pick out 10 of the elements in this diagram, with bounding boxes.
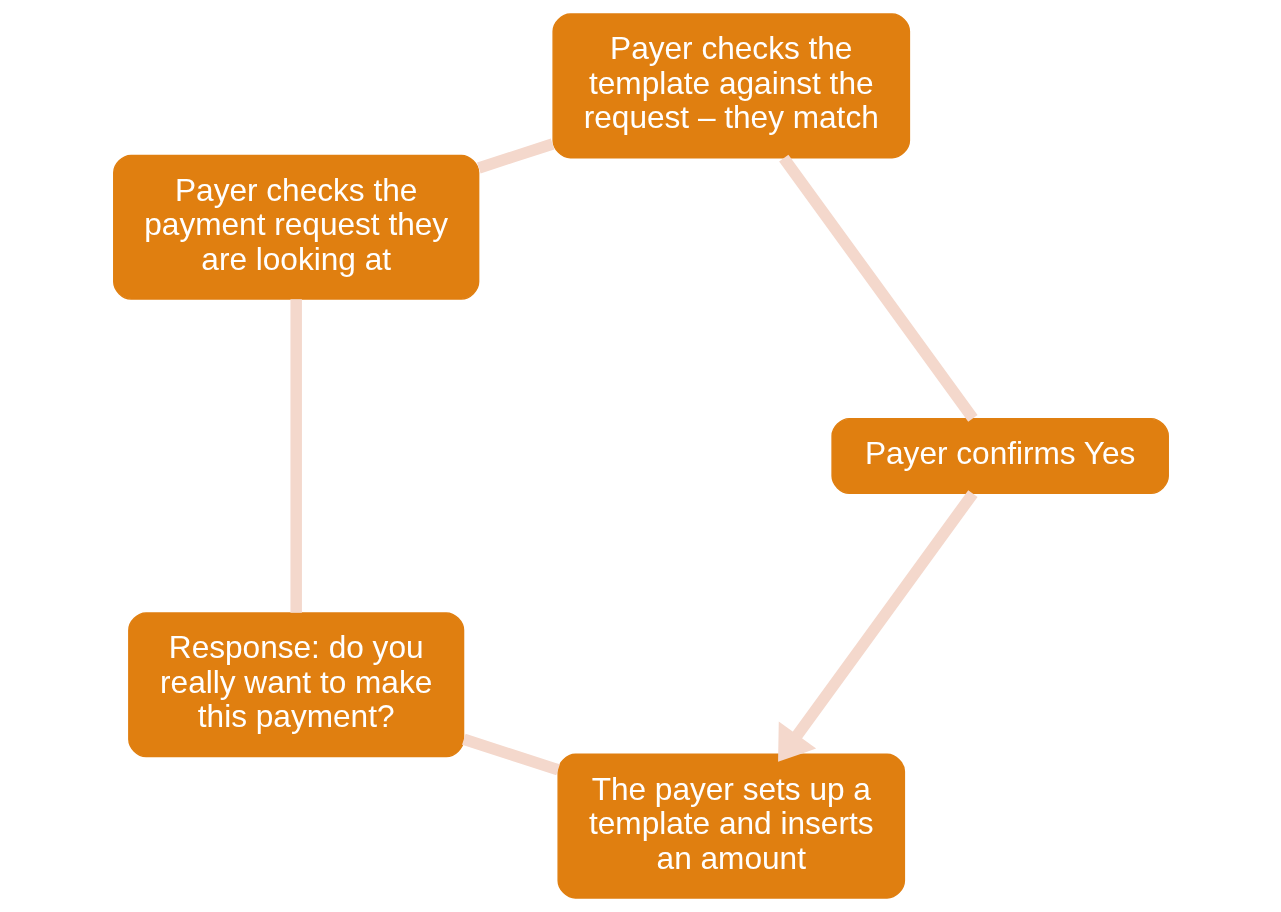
node-box: Payer confirms Yes xyxy=(830,417,1169,495)
node-box: Response: do you really want to make this payment? xyxy=(127,612,464,758)
connector xyxy=(461,733,560,776)
node-box: Payer checks the template against the request – they match xyxy=(551,13,910,159)
arrow xyxy=(777,490,978,762)
node-box: The payer sets up a template and inserts an amount xyxy=(556,753,905,899)
connector xyxy=(289,299,302,613)
node-box: Payer checks the payment request they are looking at xyxy=(112,154,479,300)
connector xyxy=(778,154,978,422)
connector xyxy=(476,138,554,174)
